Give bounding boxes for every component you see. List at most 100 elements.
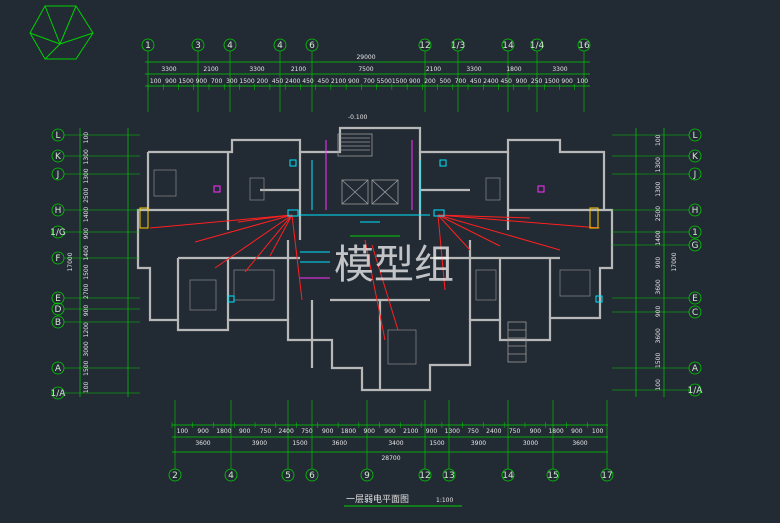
bottom-dimension-label: 3600 [332,440,347,447]
right-dimension-label: 100 [655,379,662,391]
bottom-detail-dimension: 100 [592,428,604,435]
left-axis-bubble: 1/A [51,389,67,399]
top-dimension-label: 3300 [552,66,567,73]
top-detail-dimension: 700 [363,78,375,85]
top-dimension-label: 7500 [358,66,373,73]
top-detail-dimension: 900 [561,78,573,85]
left-axis-bubble: H [55,206,62,216]
top-detail-dimension: 2400 [483,78,498,85]
top-detail-dimension: 200 [257,78,269,85]
left-dimension-group: LKJH1/GFEDBA1/A1001300130025001400900140… [50,128,140,400]
bottom-axis-bubble: 4 [228,471,234,481]
device-symbols [139,140,603,303]
bottom-detail-dimension: 2100 [403,428,418,435]
left-axis-bubble: K [55,152,62,162]
left-dimension-label: 100 [83,381,90,393]
top-detail-dimension: 5500 [377,78,392,85]
bottom-axis-bubble: 9 [364,471,370,481]
bottom-axis-bubble: 17 [601,471,612,481]
drawing-scale: 1:100 [436,497,453,504]
top-detail-dimension: 450 [318,78,330,85]
left-dimension-label: 1400 [83,245,90,260]
right-axis-bubble: J [693,170,697,180]
right-axis-bubble: G [692,241,699,251]
bottom-detail-dimension: 2400 [486,428,501,435]
top-detail-dimension: 700 [211,78,223,85]
level-label: -0.100 [348,114,368,121]
bottom-detail-dimension: 900 [364,428,376,435]
top-detail-dimension: 200 [424,78,436,85]
bottom-detail-dimension: 900 [197,428,209,435]
top-detail-dimension: 1500 [178,78,193,85]
bottom-axis-bubble: 2 [172,471,178,481]
top-detail-dimension: 500 [439,78,451,85]
right-dimension-group: LKJH1GECA1/A1001300130025001400900360090… [612,128,704,397]
top-detail-dimension: 900 [516,78,528,85]
left-dimension-label: 1300 [83,168,90,183]
right-axis-bubble: L [692,131,697,141]
top-detail-dimension: 700 [455,78,467,85]
top-detail-dimension: 900 [165,78,177,85]
bottom-detail-dimension: 100 [177,428,189,435]
right-dimension-label: 3600 [655,279,662,294]
right-dimension-label: 1500 [655,353,662,368]
top-dimension-label: 2100 [203,66,218,73]
top-detail-dimension: 900 [196,78,208,85]
bottom-dimension-label: 3600 [572,440,587,447]
left-axis-bubble: J [56,170,60,180]
right-dimension-label: 2500 [655,206,662,221]
top-detail-dimension: 2400 [285,78,300,85]
left-total-dimension: 17000 [67,252,74,271]
left-dimension-label: 1300 [83,149,90,164]
top-detail-dimension: 1500 [544,78,559,85]
top-detail-dimension: 450 [500,78,512,85]
bottom-detail-dimension: 900 [384,428,396,435]
right-axis-bubble: C [692,308,698,318]
bottom-dimension-label: 3600 [195,440,210,447]
left-dimension-label: 1500 [83,264,90,279]
bottom-detail-dimension: 900 [322,428,334,435]
top-axis-bubble: 1 [145,41,151,51]
top-detail-dimension: 300 [226,78,238,85]
right-dimension-label: 900 [655,306,662,318]
right-dimension-label: 1300 [655,157,662,172]
top-detail-dimension: 900 [348,78,360,85]
top-total-dimension: 29000 [356,54,375,61]
top-detail-dimension: 100 [577,78,589,85]
top-dimension-label: 1800 [506,66,521,73]
bottom-detail-dimension: 750 [467,428,479,435]
bottom-axis-bubble: 14 [502,471,514,481]
top-axis-bubble: 16 [578,41,590,51]
right-axis-bubble: 1/A [688,386,704,396]
left-axis-bubble: A [55,364,62,374]
bottom-axis-bubble: 15 [547,471,558,481]
bottom-axis-bubble: 5 [285,471,291,481]
left-axis-bubble: D [55,305,62,315]
left-dimension-label: 1400 [83,207,90,222]
right-axis-bubble: E [692,294,698,304]
top-axis-bubble: 6 [309,41,315,51]
right-dimension-label: 1300 [655,181,662,196]
furniture [153,169,591,365]
bottom-detail-dimension: 900 [571,428,583,435]
right-dimension-label: 1400 [655,230,662,245]
top-dimension-label: 3300 [161,66,176,73]
top-dimension-label: 3300 [249,66,264,73]
left-axis-bubble: E [55,294,61,304]
bottom-detail-dimension: 900 [239,428,251,435]
top-dimension-label: 3300 [466,66,481,73]
top-detail-dimension: 450 [302,78,314,85]
top-axis-bubble: 4 [277,41,283,51]
top-dimension-label: 2100 [426,66,441,73]
bottom-detail-dimension: 750 [260,428,272,435]
dimension-frame [79,61,665,453]
right-axis-bubble: H [692,206,699,216]
bottom-detail-dimension: 900 [530,428,542,435]
north-arrow-icon [29,5,94,60]
right-axis-bubble: 1 [692,228,698,238]
bottom-dimension-label: 3000 [523,440,538,447]
bottom-detail-dimension: 2400 [279,428,294,435]
bottom-detail-dimension: 1800 [216,428,231,435]
